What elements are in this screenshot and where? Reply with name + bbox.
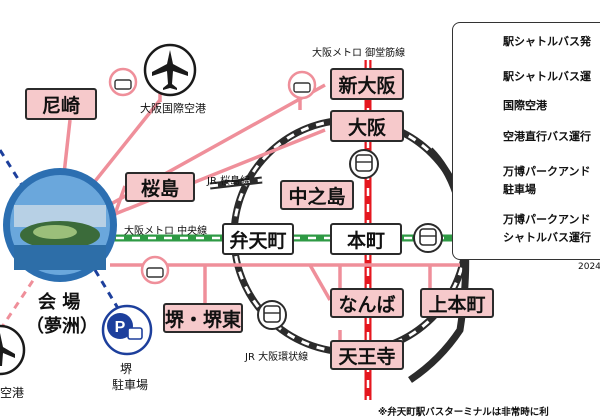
legend-item-shuttle-line: 駅シャトルバス運 bbox=[503, 70, 591, 83]
legend: 駅シャトルバス発 駅シャトルバス運 国際空港 空港直行バス運行 万博パークアンド… bbox=[452, 22, 600, 260]
legend-item-airport: 国際空港 bbox=[503, 99, 547, 112]
sakai-parking-label-line2: 駐車場 bbox=[112, 378, 149, 392]
park-and-ride-car-icon: P bbox=[101, 304, 153, 356]
legend-item-station-box: 駅シャトルバス発 bbox=[503, 35, 591, 48]
legend-item-park-ride-shuttle: 万博パークアンド bbox=[503, 213, 591, 226]
midosuji-line-label: 大阪メトロ 御堂筋線 bbox=[312, 48, 406, 59]
loop-line-label: JR 大阪環状線 bbox=[245, 352, 309, 363]
venue-label-line2: （夢洲） bbox=[26, 316, 98, 337]
park-ride-routes bbox=[0, 149, 127, 321]
station-honmachi[interactable]: 本町 bbox=[330, 223, 402, 255]
bus-icon-sakai bbox=[140, 255, 170, 285]
sakurajima-line-label: JR 桜島線 bbox=[207, 176, 251, 187]
jr-sakurajima-line bbox=[209, 176, 263, 190]
station-bentencho[interactable]: 弁天町 bbox=[222, 223, 294, 255]
kansai-airport-icon bbox=[0, 324, 26, 376]
bus-icon-shinosaka bbox=[287, 70, 317, 100]
kansai-airport-label: 空港 bbox=[0, 386, 25, 400]
train-icon-honmachi bbox=[413, 223, 443, 253]
station-namba[interactable]: なんば bbox=[330, 288, 404, 318]
station-amagasaki[interactable]: 尼崎 bbox=[25, 88, 97, 120]
bus-icon-itami bbox=[108, 67, 138, 97]
station-sakurajima[interactable]: 桜島 bbox=[125, 172, 195, 202]
itami-airport-icon bbox=[143, 43, 197, 97]
legend-item-park-ride: 万博パークアンド bbox=[503, 165, 591, 178]
station-nakanoshima[interactable]: 中之島 bbox=[280, 180, 354, 210]
legend-item-airport-direct: 空港直行バス運行 bbox=[503, 130, 591, 143]
station-sakai[interactable]: 堺・堺東 bbox=[163, 303, 243, 333]
chuo-line-label: 大阪メトロ 中央線 bbox=[124, 226, 208, 237]
svg-text:P: P bbox=[115, 319, 126, 336]
venue-yumeshima-icon bbox=[3, 168, 117, 282]
station-osaka[interactable]: 大阪 bbox=[330, 110, 404, 142]
footnote: ※弁天町駅バスターミナルは非常時に利 bbox=[378, 407, 549, 418]
station-uehonmachi[interactable]: 上本町 bbox=[420, 288, 494, 318]
train-icon-osaka bbox=[349, 149, 379, 179]
venue-label-line1: 会 場 bbox=[38, 292, 81, 313]
itami-airport-label: 大阪国際空港 bbox=[140, 102, 206, 115]
station-tennoji[interactable]: 天王寺 bbox=[330, 340, 404, 370]
legend-item-shuttle-operation: シャトルバス運行 bbox=[503, 231, 591, 244]
station-shin-osaka[interactable]: 新大阪 bbox=[330, 68, 404, 100]
legend-item-parking: 駐車場 bbox=[503, 183, 536, 196]
legend-year: 2024 bbox=[578, 262, 600, 272]
sakai-parking-label-line1: 堺 bbox=[120, 362, 133, 376]
train-icon-bentencho bbox=[257, 300, 287, 330]
